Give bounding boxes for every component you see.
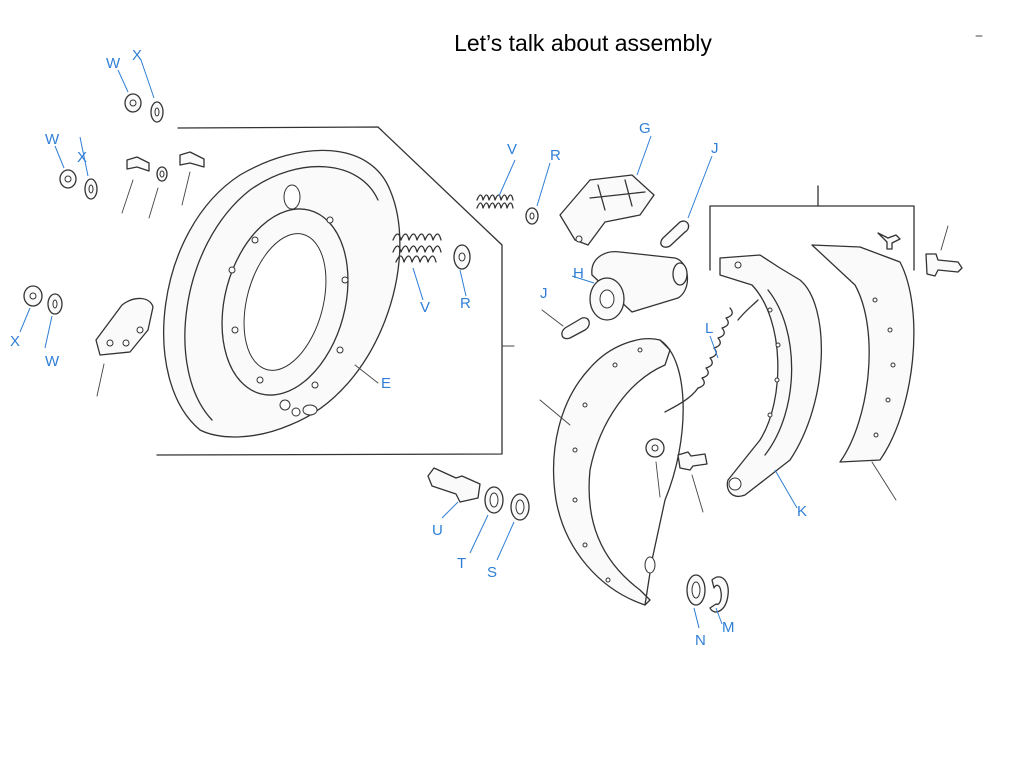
- cylinder-bracket: G: [559, 120, 655, 246]
- anchor-bolt-set: U T S: [427, 467, 530, 581]
- wheel-cylinder: H: [571, 251, 689, 321]
- shoe-group-bracket: [709, 185, 915, 271]
- label-r2: R: [460, 295, 471, 312]
- spring-cup-set-1: V R: [476, 141, 561, 225]
- brake-shoe: K: [719, 254, 823, 520]
- label-w3: W: [45, 353, 60, 370]
- label-s: S: [487, 564, 497, 581]
- backing-plate: E: [163, 149, 401, 438]
- label-x3: X: [10, 333, 20, 350]
- return-spring: L: [664, 299, 759, 413]
- nut-washer-set-1: W X: [106, 47, 164, 123]
- washer-set-nm: N M: [686, 574, 735, 649]
- label-x2: X: [77, 149, 87, 166]
- label-w2: W: [45, 131, 60, 148]
- pin-2: J: [540, 285, 590, 340]
- label-u: U: [432, 522, 443, 539]
- label-r1: R: [550, 147, 561, 164]
- label-k: K: [797, 503, 807, 520]
- slide-title: Let’s talk about assembly: [454, 30, 712, 56]
- label-t: T: [457, 555, 466, 572]
- label-e: E: [381, 375, 391, 392]
- label-m: M: [722, 619, 735, 636]
- brake-shoe-with-lining: [539, 338, 684, 606]
- nut-washer-set-2: W X: [45, 131, 205, 219]
- label-g: G: [639, 120, 651, 137]
- adjuster-cam: [645, 438, 708, 513]
- label-l: L: [705, 320, 713, 337]
- label-w1: W: [106, 55, 121, 72]
- nut-washer-set-3: X W: [10, 285, 154, 397]
- label-x1: X: [132, 47, 142, 64]
- pin-1: J: [660, 140, 719, 248]
- label-n: N: [695, 632, 706, 649]
- backing-plate-bracket: [156, 126, 515, 456]
- label-j1: J: [711, 140, 719, 157]
- label-v1: V: [507, 141, 517, 158]
- label-v2: V: [420, 299, 430, 316]
- brake-lining: [811, 225, 963, 501]
- spring-cup-set-2: V R: [392, 233, 471, 316]
- label-j2: J: [540, 285, 548, 302]
- label-h: H: [573, 265, 584, 282]
